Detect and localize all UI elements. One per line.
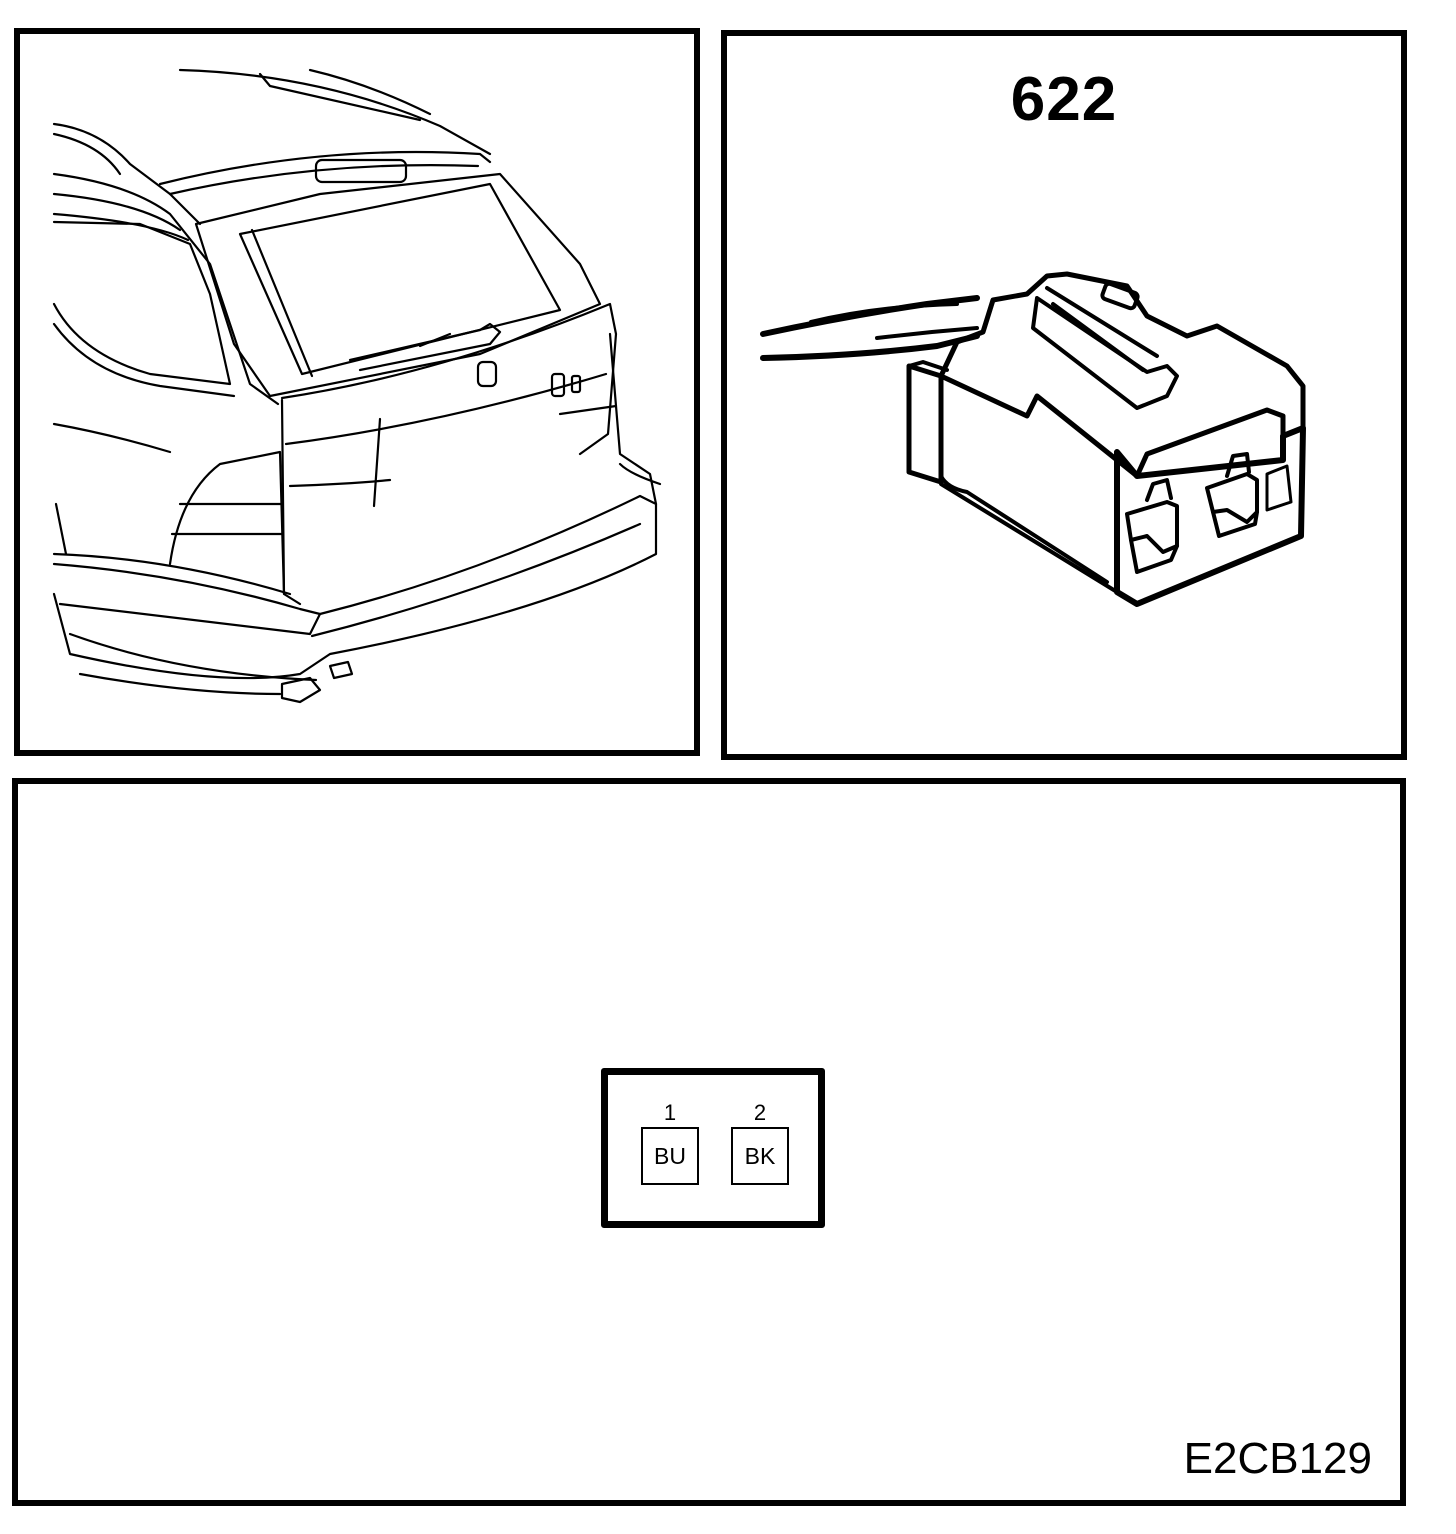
pin-1: 1 BU <box>640 1101 700 1185</box>
pinout-panel: 1 BU 2 BK E2CB129 <box>12 778 1406 1506</box>
vehicle-location-panel <box>14 28 700 756</box>
connector-illustration-panel: 622 <box>721 30 1407 760</box>
pin-number: 1 <box>663 1100 677 1125</box>
connector-pinout-frame: 1 BU 2 BK <box>601 1068 825 1228</box>
pin-2: 2 BK <box>730 1101 790 1185</box>
figure-code: E2CB129 <box>1183 1434 1372 1483</box>
pin-wire-color: BU <box>641 1127 699 1185</box>
pin-number: 2 <box>753 1100 767 1125</box>
vehicle-rear-illustration <box>52 68 662 704</box>
connector-id-label: 622 <box>1010 65 1118 134</box>
connector-housing-illustration <box>760 271 1306 607</box>
pin-wire-color: BK <box>731 1127 789 1185</box>
